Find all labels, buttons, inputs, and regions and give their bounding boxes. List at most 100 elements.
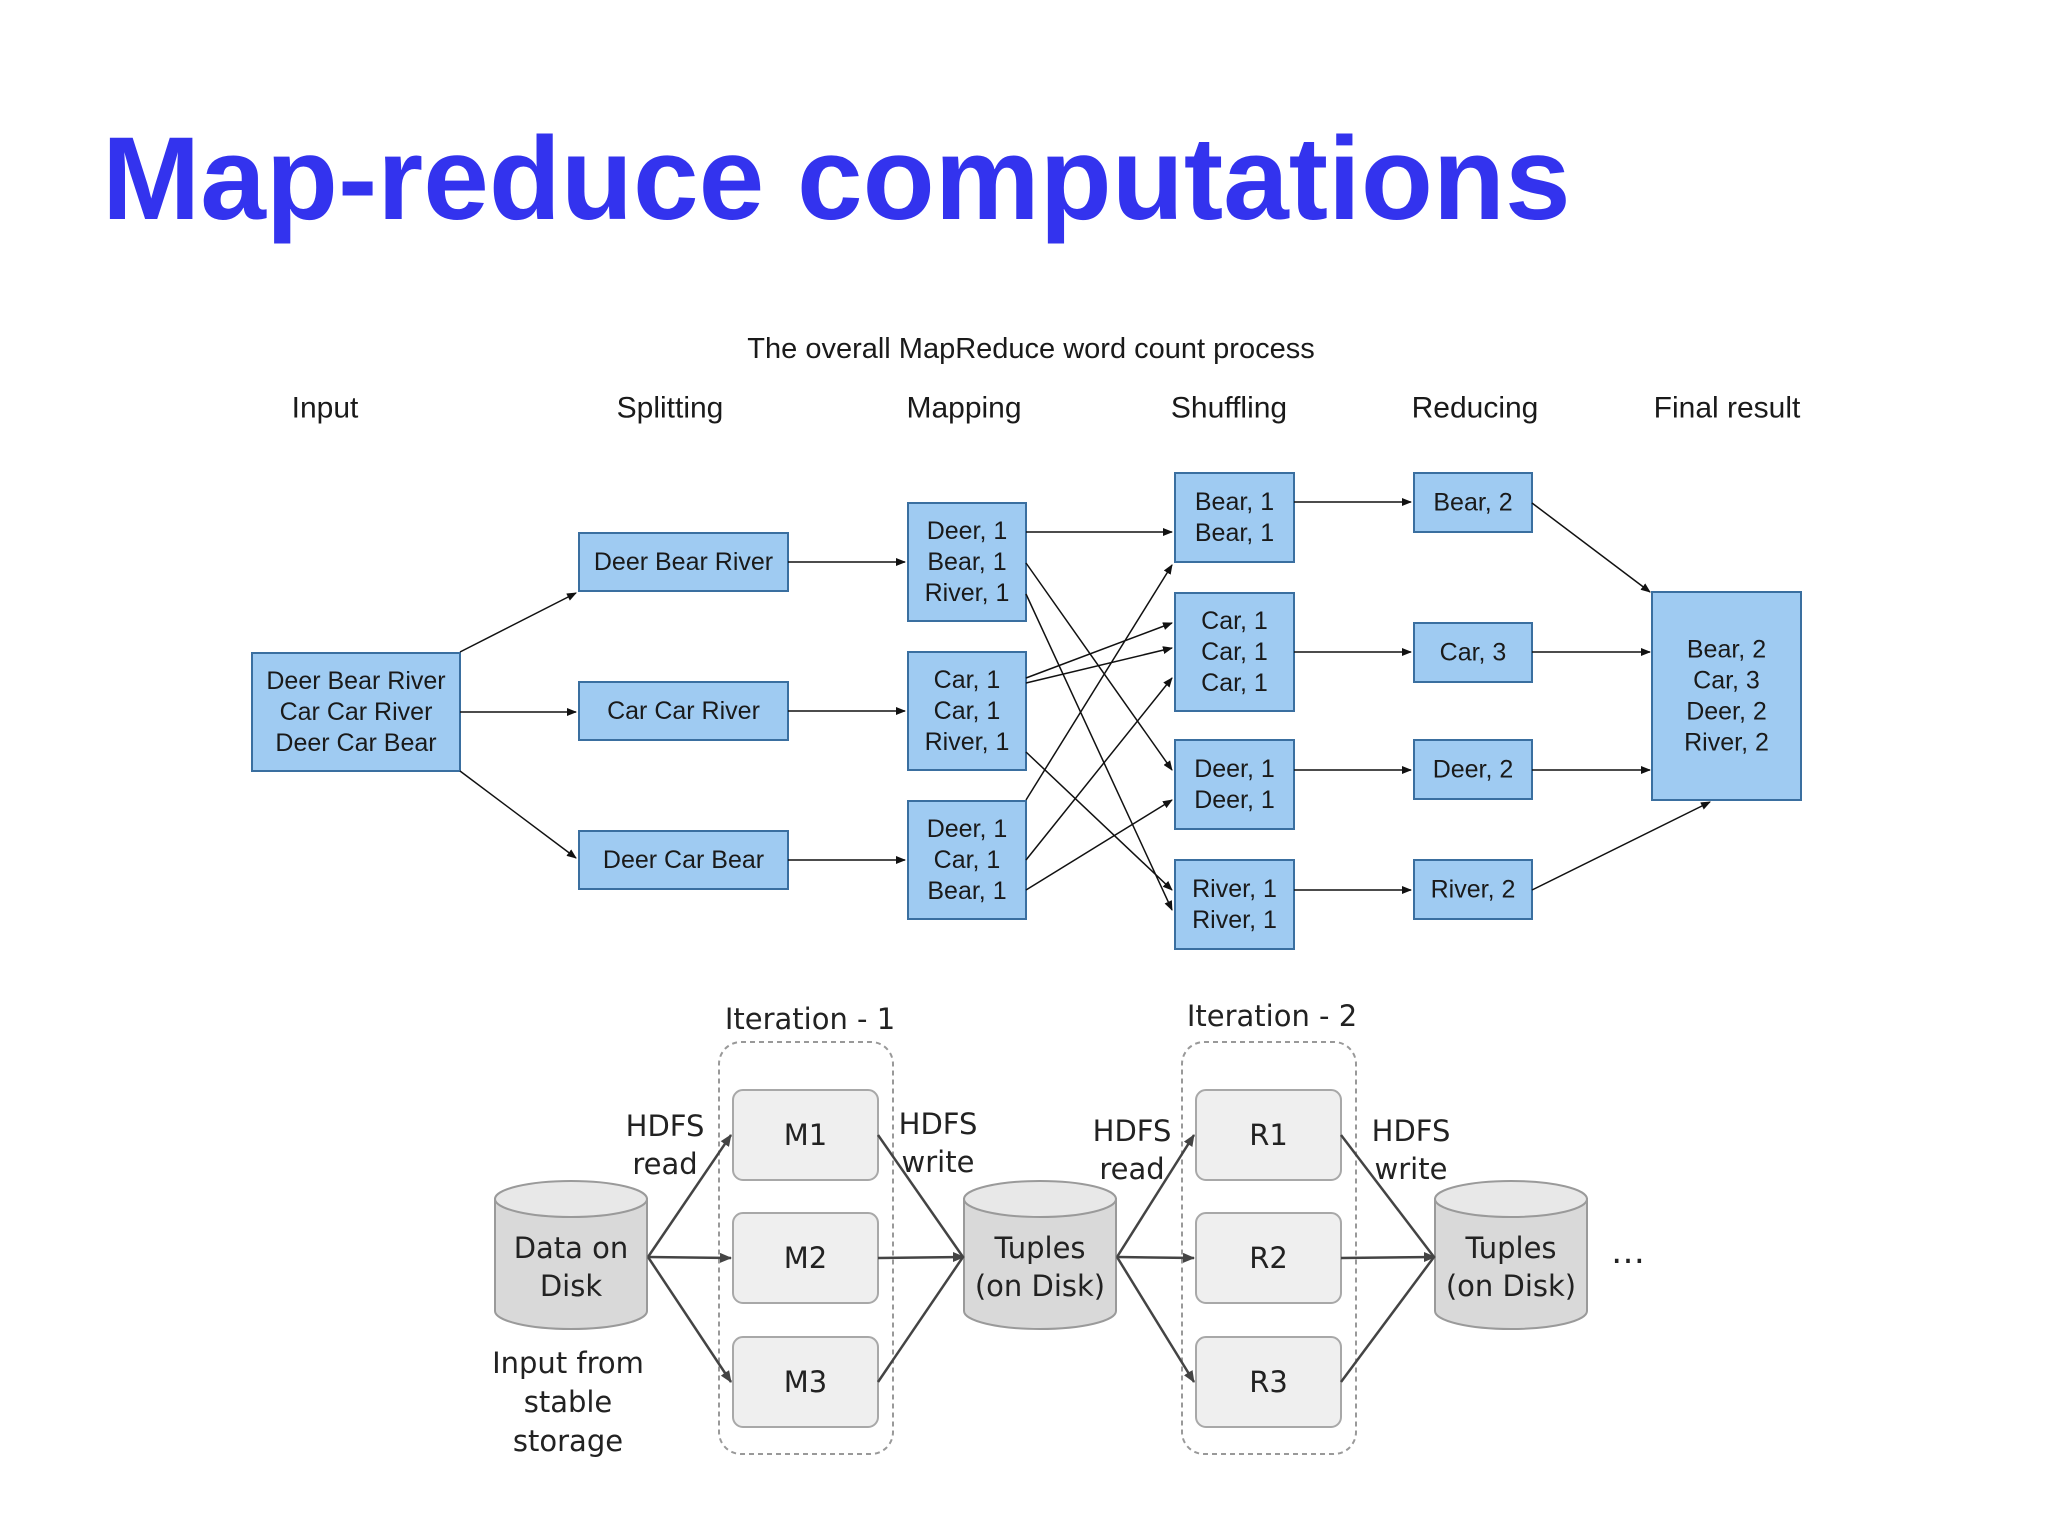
source-disk-body (494, 1198, 648, 1330)
source-disk-label: Data on (514, 1231, 629, 1265)
map-box-2-text: Car, 1 (934, 666, 1001, 694)
line-m1-tuples (876, 1134, 965, 1258)
shuffle-box-car-text: Car, 1 (1201, 669, 1268, 697)
arrow-input-split-3 (459, 770, 577, 859)
tuples-disk-2-label: Tuples (1464, 1231, 1556, 1265)
tuples-disk-2-label: (on Disk) (1446, 1269, 1576, 1303)
split-box-1-rect (578, 532, 789, 592)
iteration-2-group (1181, 1041, 1357, 1455)
shuffle-box-river-text: River, 1 (1192, 875, 1277, 903)
continuation-ellipsis: … (1611, 1232, 1645, 1272)
reduce-box-bear: Bear, 2 (1413, 472, 1533, 533)
edge-label-hdfs-read-2: read (1099, 1152, 1164, 1186)
reduce-box-car-rect (1413, 622, 1533, 683)
wordcount-diagram: The overall MapReduce word count process… (251, 333, 1802, 950)
shuffle-box-river-rect (1174, 859, 1295, 950)
split-box-1-text: Deer Bear River (594, 548, 773, 576)
reduce-box-car-text: Car, 3 (1440, 639, 1507, 667)
final-result-box: Bear, 2 Car, 3 Deer, 2 River, 2 (1651, 591, 1802, 801)
stage-label-input: Input (292, 392, 359, 425)
input-box-text: Deer Bear River (266, 667, 445, 695)
slide-title: Map-reduce computations (102, 113, 1571, 245)
split-box-1: Deer Bear River (578, 532, 789, 592)
reduce-box-deer-text: Deer, 2 (1433, 756, 1514, 784)
map-node-m1-label: M1 (784, 1118, 827, 1152)
iteration-1-label: Iteration - 1 (725, 1002, 895, 1036)
split-box-3-rect (578, 830, 789, 890)
final-result-box-rect (1651, 591, 1802, 801)
edge-label-hdfs-read-1: read (632, 1147, 697, 1181)
iteration-2-label: Iteration - 2 (1187, 999, 1357, 1033)
line-r1-tuples (1340, 1134, 1435, 1258)
map-node-m3: M3 (732, 1336, 879, 1428)
split-box-2-text: Car Car River (607, 697, 760, 725)
reduce-box-deer-rect (1413, 739, 1533, 800)
input-box-rect (251, 652, 461, 772)
reduce-node-r2-label: R2 (1249, 1241, 1288, 1275)
arrow-map2-river (1025, 751, 1173, 891)
shuffle-box-deer-rect (1174, 739, 1295, 830)
line-m3-tuples (876, 1256, 965, 1383)
shuffle-box-bear-text: Bear, 1 (1195, 488, 1274, 516)
source-caption: Input from (492, 1346, 644, 1380)
stage-label-reducing: Reducing (1412, 392, 1539, 425)
split-box-3-text: Deer Car Bear (603, 846, 764, 874)
edge-label-hdfs-read-1: HDFS (626, 1109, 705, 1143)
arrow-disk-m2 (647, 1252, 732, 1263)
shuffle-box-river-text: River, 1 (1192, 906, 1277, 934)
tuples-disk-2-body (1434, 1198, 1588, 1330)
iteration-1-group (718, 1041, 894, 1455)
reduce-box-river-rect (1413, 859, 1533, 920)
edge-label-hdfs-read-2: HDFS (1093, 1114, 1172, 1148)
line-r2-tuples (1340, 1255, 1435, 1260)
reduce-box-car: Car, 3 (1413, 622, 1533, 683)
map-box-3-text: Bear, 1 (927, 877, 1006, 905)
stage-label-shuffling: Shuffling (1171, 392, 1287, 425)
arrow-reduce-final-river (1531, 801, 1711, 891)
reduce-node-r3: R3 (1195, 1336, 1342, 1428)
stage-label-splitting: Splitting (617, 392, 724, 425)
map-node-m2: M2 (732, 1212, 879, 1304)
reduce-box-bear-rect (1413, 472, 1533, 533)
shuffle-box-river: River, 1 River, 1 (1174, 859, 1295, 950)
reduce-node-r1-label: R1 (1249, 1118, 1288, 1152)
final-result-box-text: Deer, 2 (1686, 698, 1767, 726)
final-result-box-text: Car, 3 (1693, 667, 1760, 695)
tuples-disk-1: Tuples(on Disk) (963, 1180, 1117, 1330)
map-box-2-text: Car, 1 (934, 697, 1001, 725)
arrow-map2-river-from-map1 (1025, 593, 1173, 911)
arrow-reduce-final-bear (1531, 502, 1651, 593)
shuffle-box-bear-text: Bear, 1 (1195, 519, 1274, 547)
map-box-3-text: Deer, 1 (927, 815, 1008, 843)
shuffle-box-deer-text: Deer, 1 (1194, 755, 1275, 783)
tuples-disk-2: Tuples (on Disk) (1434, 1180, 1588, 1330)
line-r3-tuples (1339, 1256, 1436, 1383)
tuples-disk-1-label: (on Disk) (975, 1269, 1105, 1303)
map-box-1-text: River, 1 (925, 579, 1010, 607)
final-result-box-text: Bear, 2 (1687, 636, 1766, 664)
arrow-map3-car (1025, 677, 1173, 861)
arrow-map3-bear (1025, 564, 1173, 801)
arrow-map3-deer (1025, 799, 1173, 891)
arrow-tuples-r1 (1115, 1134, 1196, 1258)
source-disk-top (494, 1180, 648, 1218)
reduce-node-r3-label: R3 (1249, 1365, 1288, 1399)
reduce-node-r2: R2 (1195, 1212, 1342, 1304)
shuffle-box-car-text: Car, 1 (1201, 607, 1268, 635)
arrow-tuples-r3 (1115, 1256, 1196, 1383)
line-m2-tuples (877, 1255, 964, 1260)
reduce-box-river-text: River, 2 (1431, 876, 1516, 904)
stage-label-mapping: Mapping (906, 392, 1021, 425)
split-box-3: Deer Car Bear (578, 830, 789, 890)
final-result-box-text: River, 2 (1684, 729, 1769, 757)
map-box-1-text: Bear, 1 (927, 548, 1006, 576)
source-caption: stable (524, 1385, 613, 1419)
edge-label-hdfs-write-2: write (1375, 1152, 1448, 1186)
